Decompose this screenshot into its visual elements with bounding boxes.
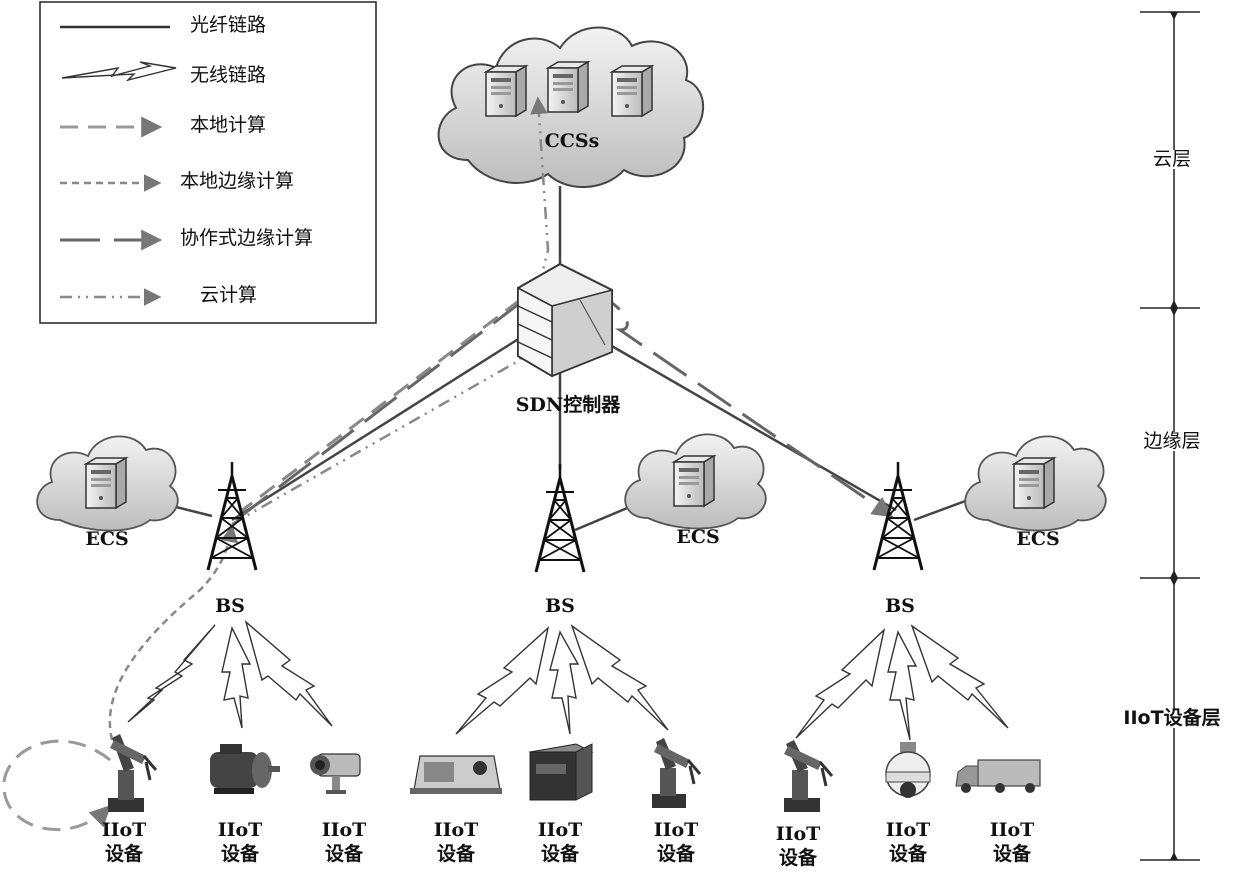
ccs-server-3: [611, 65, 653, 117]
device-layer-label: IIoT设备层: [1123, 707, 1221, 729]
ecs-cloud-right: [964, 435, 1107, 532]
device-robot-arm-1: [108, 734, 158, 812]
device-camera: [310, 753, 361, 794]
cloud-compute-path: [231, 96, 550, 526]
device-motor: [210, 744, 280, 794]
device-robot-arm-3: [784, 740, 834, 812]
bs-label-middle: BS: [545, 595, 575, 617]
bs-label-right: BS: [885, 595, 915, 617]
ecs-label-right: ECS: [1016, 528, 1060, 550]
legend-fiber-label: 光纤链路: [190, 14, 267, 36]
bs-tower-left: [206, 460, 258, 572]
local-compute-loop: [2, 739, 111, 832]
ecs-server-middle: [673, 455, 715, 507]
ecs-server-left: [85, 457, 127, 509]
sdn-controller-label: SDN控制器: [515, 394, 621, 416]
legend-wireless-bolt: [61, 61, 177, 82]
legend-local-label: 本地计算: [190, 114, 267, 136]
local-edge-path: [108, 524, 239, 741]
device-control-keyboard: [410, 755, 502, 794]
device-controller-box: [528, 743, 594, 801]
bs-tower-right: [872, 460, 924, 572]
ecs-label-middle: ECS: [676, 526, 720, 548]
wireless-links: [127, 619, 1009, 741]
bs-tower-middle: [534, 462, 586, 574]
bs-label-left: BS: [215, 595, 245, 617]
edge-layer-label: 边缘层: [1143, 430, 1201, 452]
device-dome-camera: [885, 742, 931, 798]
sdn-controller: [517, 262, 613, 378]
device-truck: [955, 759, 1041, 793]
coop-edge-return: [239, 298, 521, 514]
legend-wireless-label: 无线链路: [190, 64, 267, 86]
ccs-label: CCSs: [544, 130, 600, 152]
ecs-cloud-left: [36, 435, 179, 532]
ccs-cloud: [437, 26, 704, 188]
ccs-server-2: [547, 61, 589, 113]
device-robot-arm-2: [652, 738, 702, 808]
cloud-layer-label: 云层: [1152, 148, 1192, 170]
ecs-label-left: ECS: [85, 528, 129, 550]
ecs-server-right: [1013, 457, 1055, 509]
legend-box: [39, 1, 377, 324]
legend-cloud-label: 云计算: [200, 284, 258, 306]
legend-local-edge-label: 本地边缘计算: [180, 170, 295, 192]
ccs-server-1: [485, 65, 527, 117]
legend-coop-edge-label: 协作式边缘计算: [180, 227, 314, 249]
ecs-cloud-middle: [624, 433, 767, 530]
